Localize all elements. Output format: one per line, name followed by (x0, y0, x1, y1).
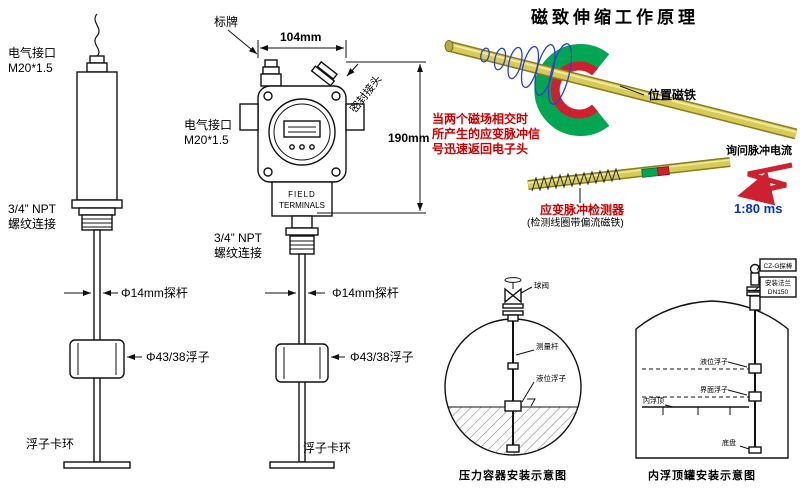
width-dimension-104mm (257, 40, 347, 58)
return-pulse-arrow (737, 162, 793, 206)
position-magnet (534, 44, 610, 136)
float-leader (521, 381, 535, 403)
float2-label: 界面浮子 (700, 385, 728, 394)
terminal-box: FIELD TERMINALS (271, 181, 333, 217)
tank-shell (635, 300, 789, 459)
process-connection (71, 199, 123, 231)
process-connection (285, 215, 319, 255)
field-terminals-text-1: FIELD (288, 190, 316, 199)
mid-electrical-port-label: 电气接口 (184, 118, 233, 132)
left-electrical-spec-label: M20*1.5 (8, 61, 53, 75)
valve-leader (520, 286, 533, 294)
height-dimension-190mm (317, 61, 426, 214)
float1-label: 液位浮子 (700, 357, 728, 366)
transmitter-head (239, 85, 365, 183)
floating-roof-tank-caption: 内浮顶罐安装示意图 (648, 470, 756, 482)
level-float (504, 400, 522, 412)
probe-label: CZ-G探棒 (764, 261, 793, 270)
float-clamp-plate (269, 461, 335, 469)
mid-rod-label: Φ14mm探杆 (332, 286, 399, 300)
rod-leader (515, 349, 535, 356)
valve-label: 球阀 (534, 280, 549, 290)
left-electrical-port-label: 电气接口 (8, 46, 57, 60)
flange-label-1: 安装法兰 (765, 278, 792, 287)
probe-callout-boxes (754, 258, 797, 298)
mid-sensor-drawing: FIELD TERMINALS (227, 29, 426, 469)
bias-magnet (641, 166, 670, 178)
waveguide-rod (444, 40, 798, 140)
nameplate-pointer-arrow (227, 29, 258, 55)
base-leader (739, 445, 750, 450)
mid-npt-label-2: 螺纹连接 (214, 246, 263, 260)
base-plate (748, 446, 762, 454)
seal-joint-pointer-arrow (346, 63, 359, 77)
width-dim-label: 104mm (280, 30, 322, 44)
float (69, 339, 125, 379)
roof-label: 内浮顶 (643, 396, 664, 405)
position-magnet-label: 位置磁铁 (648, 88, 697, 102)
float-label: 液位浮子 (536, 373, 566, 383)
left-clamp-label: 浮子卡环 (26, 437, 75, 451)
rod-label: 测量杆 (536, 341, 559, 351)
electronics-housing (76, 71, 118, 201)
level-symbol (527, 398, 536, 407)
left-npt-label-2: 螺纹连接 (8, 217, 57, 231)
stop-ring (507, 362, 519, 370)
principle-title: 磁致伸缩工作原理 (531, 8, 699, 27)
float-clamp-plate (63, 461, 131, 469)
level-float (748, 363, 762, 374)
mid-float-label: Φ43/38浮子 (350, 350, 414, 364)
mid-electrical-spec-label: M20*1.5 (184, 133, 229, 147)
left-rod-label: Φ14mm探杆 (121, 286, 188, 300)
field-terminals-text-2: TERMINALS (279, 201, 325, 210)
pressure-vessel-drawing: 球阀 测量杆 液位浮子 (444, 277, 582, 456)
nameplate-label: 标牌 (214, 15, 239, 29)
left-float-label: Φ43/38浮子 (146, 350, 210, 364)
left-npt-label-1: 3/4” NPT (8, 202, 57, 216)
top-valve-assembly (502, 277, 524, 322)
interaction-text-line1: 当两个磁场相交时 (432, 112, 529, 126)
roof-leader (664, 404, 674, 408)
pressure-vessel-caption: 压力容器安装示意图 (459, 470, 567, 482)
float2-leader (727, 389, 748, 396)
magnetic-field-rings (480, 43, 573, 105)
floating-roof-tank-drawing: CZ-G探棒 安装法兰 DN150 液位浮子 界面浮子 内浮顶 底盘 (635, 258, 797, 459)
interface-float (748, 391, 762, 402)
cable-gland (260, 59, 282, 87)
height-dim-label: 190mm (388, 131, 430, 145)
base-label: 底盘 (722, 438, 736, 447)
interaction-text-line2: 所产生的应变脉冲信 (432, 127, 541, 141)
detector-label: 应变脉冲检测器 (540, 203, 625, 217)
interaction-text-line3: 号迅速返回电子头 (432, 142, 529, 156)
float1-leader (727, 361, 748, 368)
mid-npt-label-1: 3/4” NPT (214, 231, 263, 245)
float (275, 343, 329, 383)
flange-label-2: DN150 (768, 289, 789, 296)
time-label: 1:80 ms (734, 201, 783, 216)
detector-coil (531, 167, 621, 192)
detector-note-label: (检测线圈带偏流磁铁) (527, 218, 624, 229)
bottom-weight (506, 444, 520, 453)
principle-drawing (444, 40, 798, 206)
cable (86, 13, 108, 73)
left-sensor-drawing (63, 13, 142, 469)
mid-clamp-label: 浮子卡环 (303, 441, 352, 455)
sealed-connector (310, 60, 338, 87)
position-magnet-leader (619, 85, 645, 96)
query-pulse-label: 询问脉冲电流 (726, 145, 792, 157)
floating-roof-deck (642, 406, 749, 415)
